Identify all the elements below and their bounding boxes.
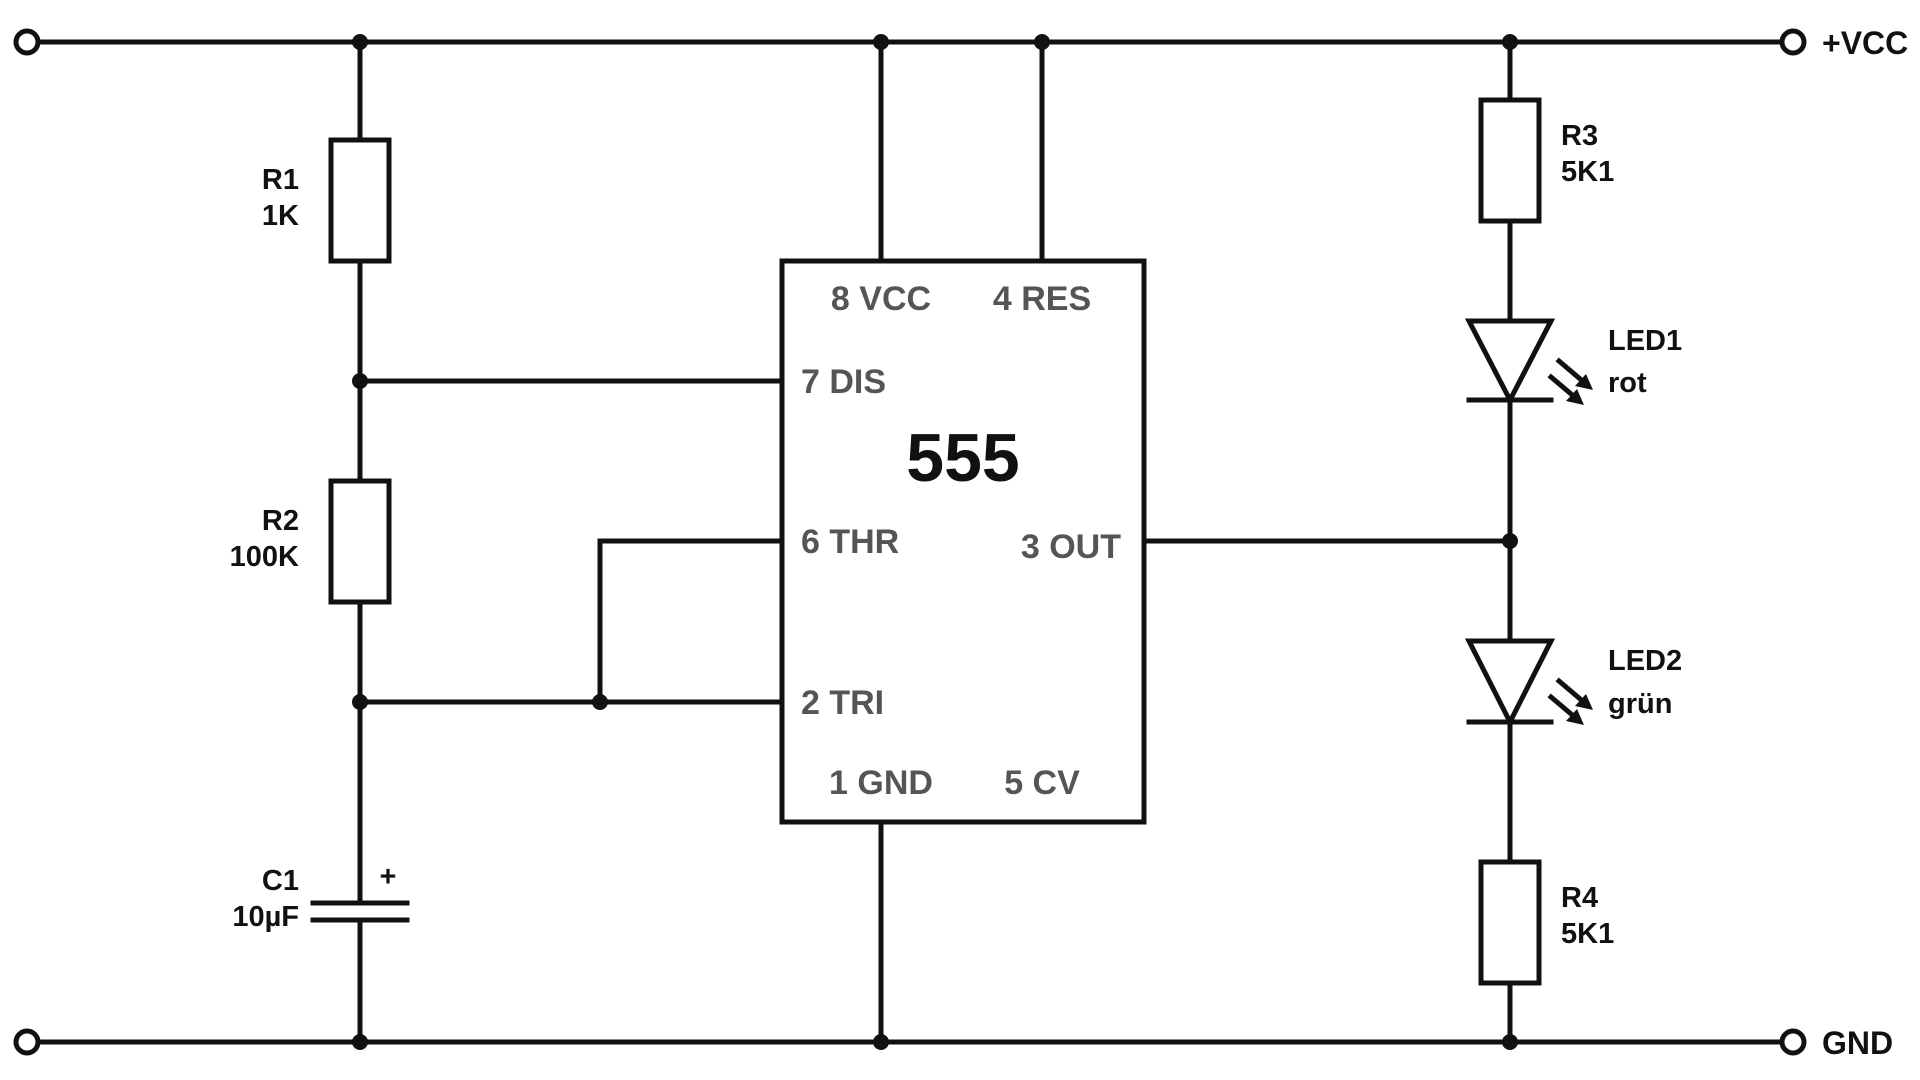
gnd-right-terminal [1779, 1028, 1807, 1056]
r1-ref: R1 [262, 164, 299, 196]
ic-pin-6: 6 THR [801, 523, 899, 561]
led1-light-arrows [1547, 357, 1593, 405]
gnd-rail-label: GND [1822, 1025, 1893, 1061]
r1-value: 1K [262, 200, 299, 232]
r3-resistor [1478, 97, 1542, 224]
r4-resistor [1478, 859, 1542, 986]
led1-color: rot [1608, 367, 1647, 399]
led2-diode [1464, 638, 1556, 728]
r3-ref: R3 [1561, 120, 1598, 152]
vcc-left-terminal [13, 28, 41, 56]
r2-value: 100K [230, 541, 299, 573]
ic-555-name: 555 [906, 420, 1019, 496]
ic-555-body [779, 258, 1147, 825]
vcc-right-terminal [1779, 28, 1807, 56]
led2-light-arrows [1547, 677, 1593, 725]
wire-thr [597, 538, 785, 705]
ic-pin-2: 2 TRI [801, 684, 884, 722]
led2-ref: LED2 [1608, 645, 1682, 677]
c1-polarity: + [380, 861, 397, 893]
r1-resistor [328, 137, 392, 264]
led1-diode [1464, 318, 1556, 406]
gnd-left-terminal [13, 1028, 41, 1056]
c1-ref: C1 [262, 865, 299, 897]
r4-value: 5K1 [1561, 918, 1614, 950]
r2-ref: R2 [262, 505, 299, 537]
r4-ref: R4 [1561, 882, 1598, 914]
r3-value: 5K1 [1561, 156, 1614, 188]
ic-pin-8: 8 VCC [831, 280, 931, 318]
ic-pin-1: 1 GND [829, 764, 933, 802]
junction-dots [352, 34, 1518, 1050]
ic-pin-7: 7 DIS [801, 363, 886, 401]
ic-pin-4: 4 RES [993, 280, 1091, 318]
r2-resistor [328, 478, 392, 605]
ic-pin-3: 3 OUT [1021, 528, 1121, 566]
led1-ref: LED1 [1608, 325, 1682, 357]
c1-value: 10µF [232, 901, 299, 933]
vcc-rail-label: +VCC [1822, 25, 1908, 61]
ic-pin-5: 5 CV [1004, 764, 1080, 802]
led2-color: grün [1608, 688, 1672, 720]
